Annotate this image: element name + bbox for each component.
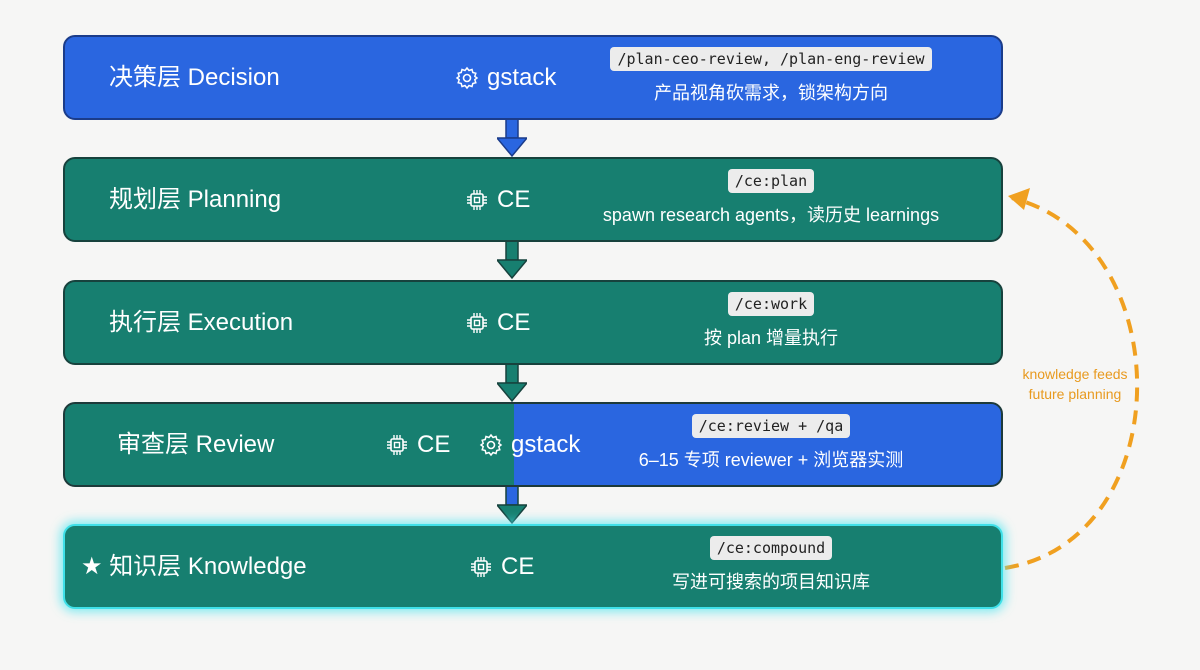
layer-decision: 决策层 Decision gstack /plan-ceo-review, /p… — [63, 35, 1003, 120]
command-badge: /ce:plan — [727, 169, 815, 193]
layer-title: 规划层 Planning — [109, 186, 282, 213]
command-badge: /ce:work — [727, 292, 815, 316]
chip-icon — [466, 188, 488, 211]
layer-title: 执行层 Execution — [109, 309, 294, 336]
layer-title: 决策层 Decision — [109, 64, 280, 91]
tool-ce: CE — [465, 282, 530, 363]
tool-gstack: gstack — [455, 37, 556, 118]
chip-icon — [386, 433, 408, 456]
layer-description: 产品视角砍需求，锁架构方向 — [654, 83, 888, 103]
tool-gstack: gstack — [479, 404, 580, 485]
flow-arrow — [497, 363, 527, 403]
tool-ce: CE — [469, 526, 534, 607]
command-badge: /ce:compound — [709, 536, 833, 560]
layer-title: 审查层 Review — [117, 431, 275, 458]
tool-ce: CE — [385, 404, 450, 485]
star-icon: ★ — [81, 553, 103, 580]
flow-arrow — [497, 485, 527, 525]
layer-description: 写进可搜索的项目知识库 — [672, 572, 870, 592]
layer-review: 审查层 Review CE gstack /ce:review + /qa 6–1… — [63, 402, 1003, 487]
command-badge: /plan-ceo-review, /plan-eng-review — [610, 47, 932, 71]
chip-icon — [466, 311, 488, 334]
layer-title: ★ 知识层 Knowledge — [81, 553, 307, 580]
command-badge: /ce:review + /qa — [691, 414, 851, 438]
gear-icon — [456, 66, 478, 89]
gear-icon — [480, 433, 502, 456]
flow-arrow — [497, 118, 527, 158]
layer-description: spawn research agents，读历史 learnings — [602, 205, 940, 225]
layer-execution: 执行层 Execution CE /ce:work 按 plan 增量执行 — [63, 280, 1003, 365]
feedback-note: knowledge feeds future planning — [1022, 366, 1128, 402]
flow-arrow — [497, 240, 527, 280]
layer-description: 6–15 专项 reviewer + 浏览器实测 — [638, 450, 904, 470]
layer-description: 按 plan 增量执行 — [703, 328, 839, 348]
chip-icon — [470, 555, 492, 578]
layer-knowledge: ★ 知识层 Knowledge CE /ce:compound 写进可搜索的项目知… — [63, 524, 1003, 609]
layer-planning: 规划层 Planning CE /ce:plan spawn research a… — [63, 157, 1003, 242]
tool-ce: CE — [465, 159, 530, 240]
